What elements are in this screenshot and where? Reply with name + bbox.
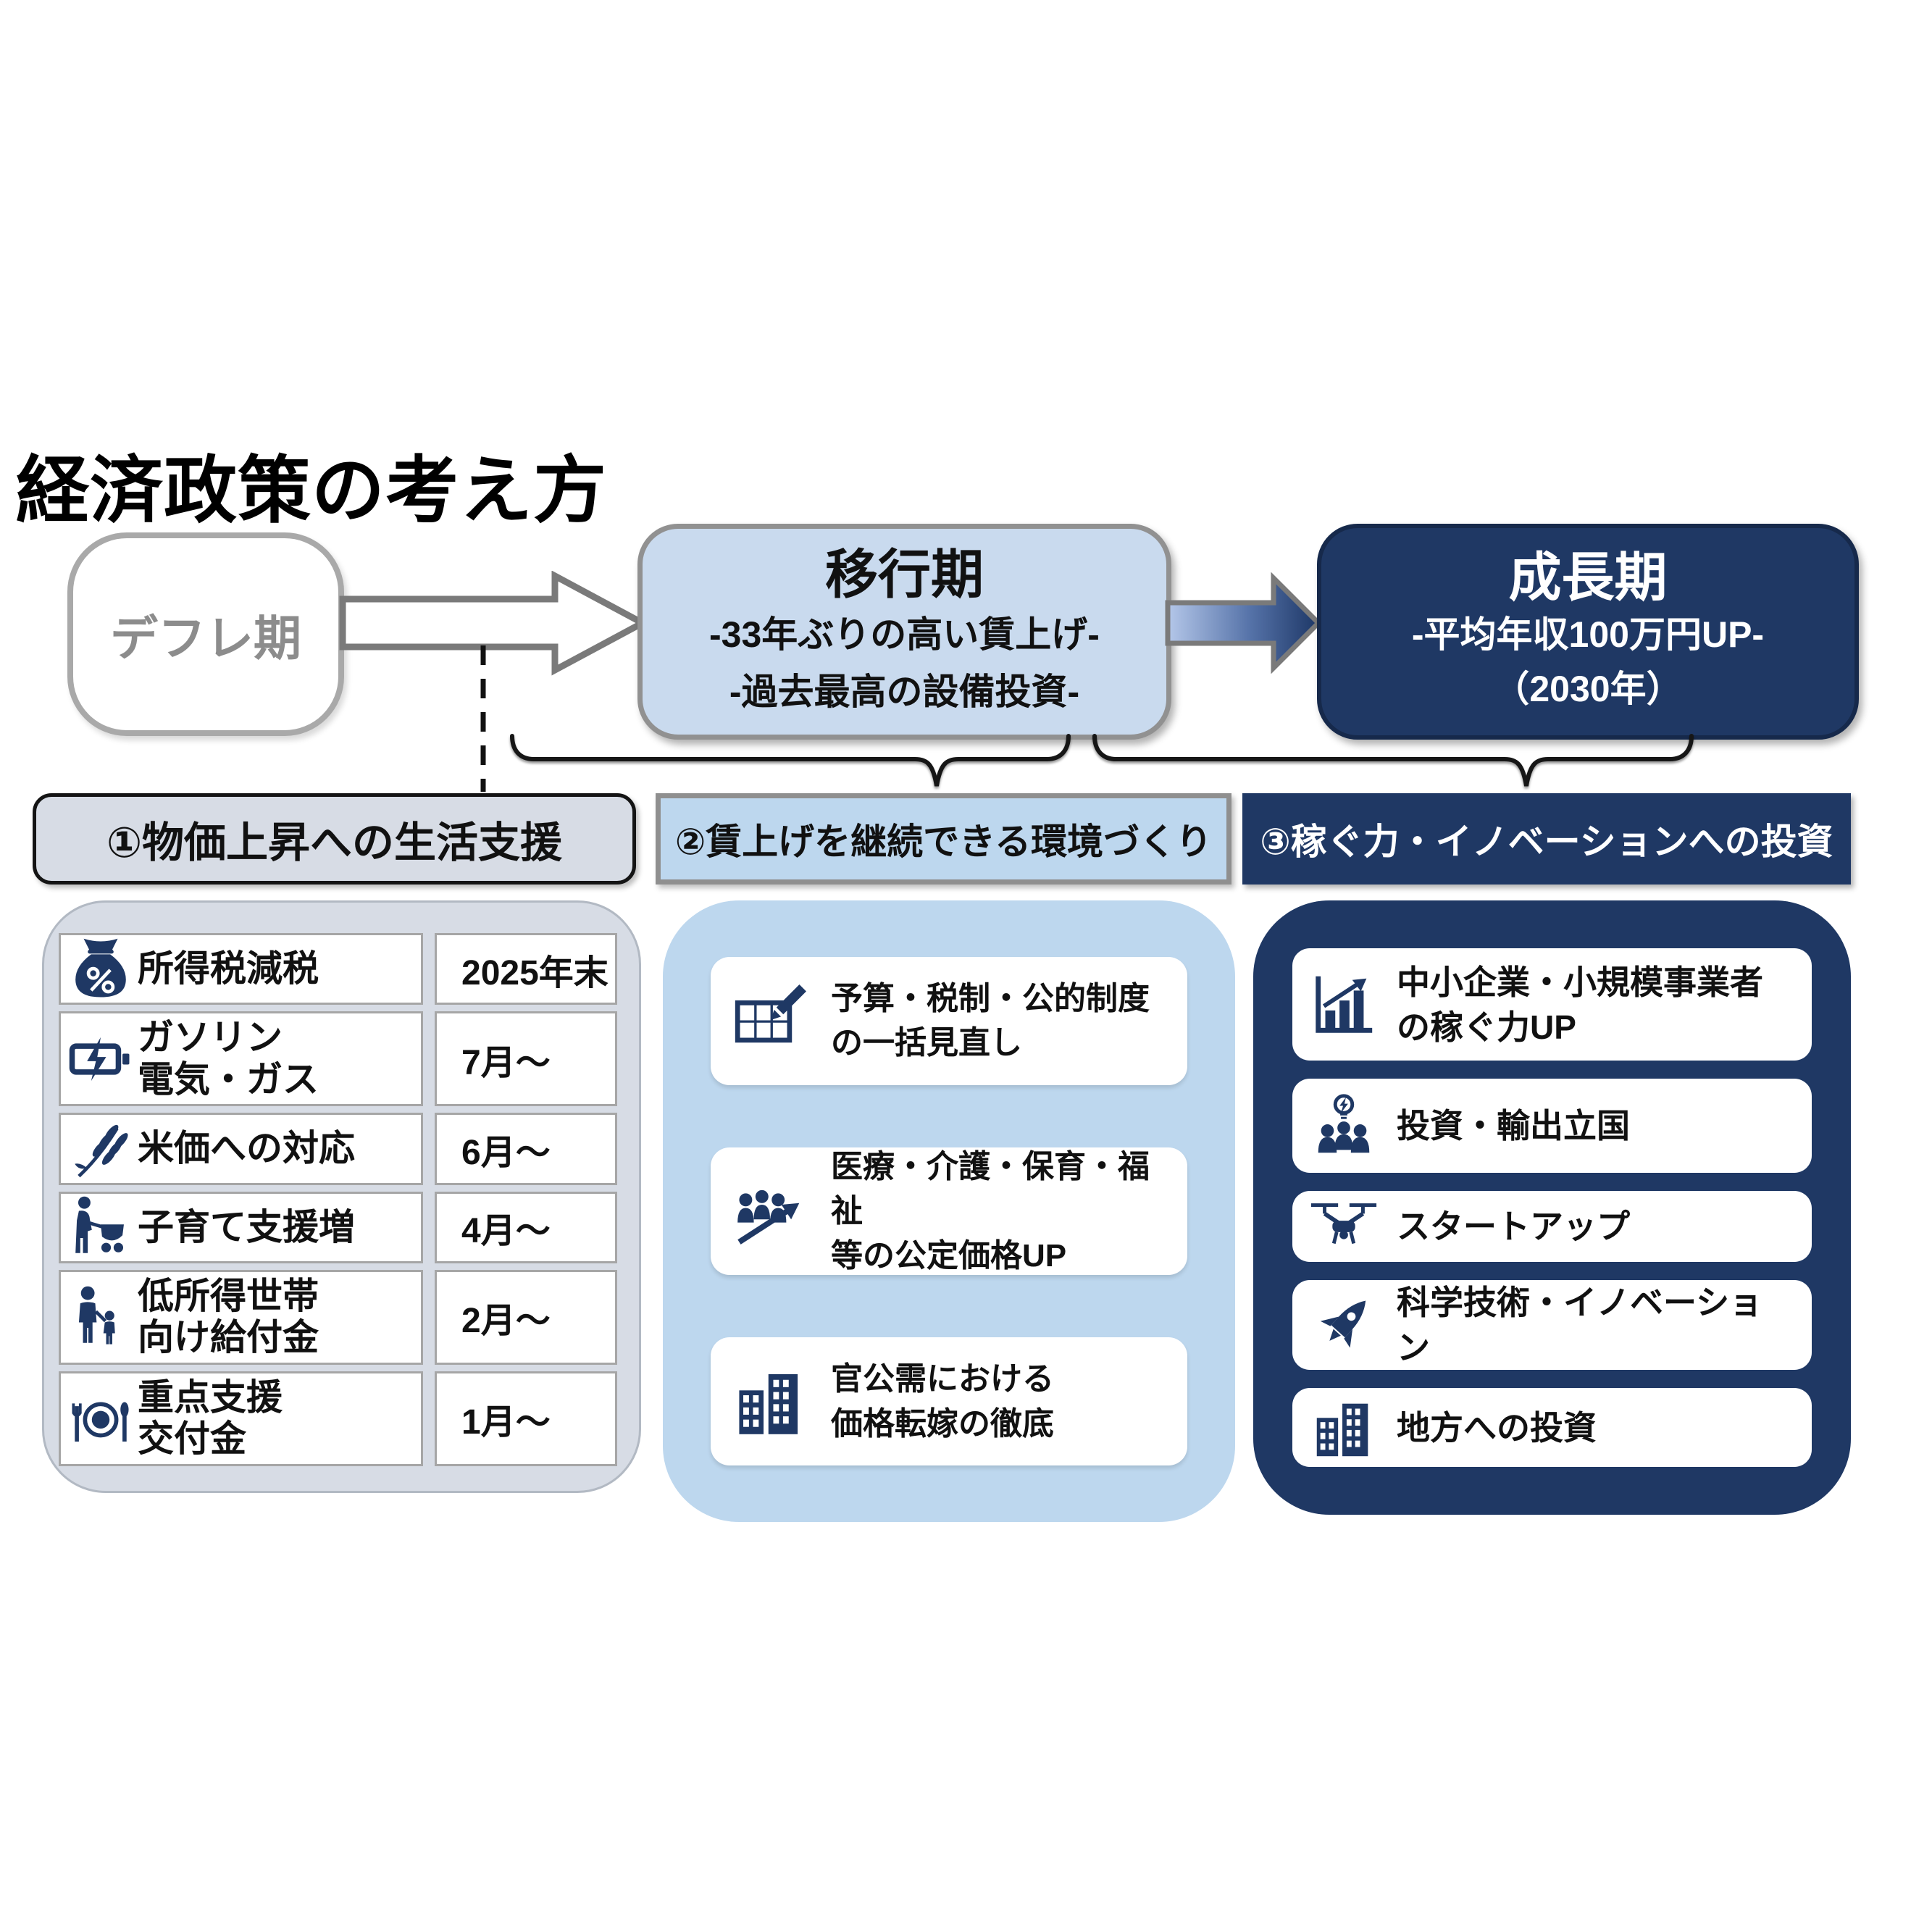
money-bag-icon <box>67 935 135 1003</box>
arrow-right-icon <box>339 571 648 676</box>
section-heading-innovation-investment: ③稼ぐ力・イノベーションへの投資 <box>1242 793 1851 885</box>
section-heading-price-support: ①物価上昇への生活支援 <box>33 793 636 885</box>
row-label: 所得税減税 <box>138 948 319 989</box>
list-item: 医療・介護・保育・福祉 等の公定価格UP <box>711 1147 1187 1276</box>
brace-growth <box>1092 734 1694 787</box>
growth-period-box: 成長期 -平均年収100万円UP- （2030年） <box>1317 524 1859 740</box>
buildings-icon <box>729 1361 811 1442</box>
growth-period-line2: （2030年） <box>1493 668 1683 709</box>
card-label: スタートアップ <box>1397 1207 1630 1245</box>
transition-period-box: 移行期 -33年ぶりの高い賃上げ- -過去最高の設備投資- <box>637 524 1171 740</box>
row-label: 重点支援 交付金 <box>138 1376 283 1460</box>
stroller-icon <box>67 1193 135 1261</box>
battery-charging-icon <box>67 1025 135 1093</box>
transition-period-title: 移行期 <box>825 545 984 604</box>
card-label: 投資・輸出立国 <box>1397 1106 1630 1145</box>
row-date: 7月～ <box>435 1011 617 1107</box>
dashed-connector <box>480 645 486 792</box>
curly-braces <box>510 734 1694 787</box>
wage-panel: 予算・税制・公的制度 の一括見直し 医療・介護・保育・福祉 等の公定価格UP 官… <box>663 900 1235 1522</box>
section-heading-wage-environment: ②賃上げを継続できる環境づくり <box>656 793 1231 885</box>
support-panel: 所得税減税 2025年末 ガソリン 電気・ガス 7月～ 米価への対応 6月～ 子… <box>42 900 641 1493</box>
rocket-icon <box>1308 1289 1379 1360</box>
deflation-period-label: デフレ期 <box>110 611 301 665</box>
table-row: ガソリン 電気・ガス 7月～ <box>59 1011 617 1107</box>
city-buildings-icon <box>1308 1392 1379 1463</box>
row-label: 子育て支援増 <box>138 1206 355 1247</box>
list-item: 中小企業・小規模事業者 の稼ぐ力UP <box>1292 948 1812 1061</box>
invest-panel: 中小企業・小規模事業者 の稼ぐ力UP 投資・輸出立国 スタートアップ 科学技術・… <box>1253 900 1851 1515</box>
table-row: 低所得世帯 向け給付金 2月～ <box>59 1269 617 1365</box>
table-row: 子育て支援増 4月～ <box>59 1191 617 1263</box>
row-label: 米価への対応 <box>138 1128 355 1169</box>
list-item: スタートアップ <box>1292 1190 1812 1263</box>
list-item: 予算・税制・公的制度 の一括見直し <box>711 957 1187 1085</box>
row-date: 6月～ <box>435 1113 617 1185</box>
drone-icon <box>1308 1191 1379 1262</box>
card-label: 中小企業・小規模事業者 の稼ぐ力UP <box>1397 963 1763 1046</box>
rice-plant-icon <box>67 1115 135 1183</box>
people-idea-icon <box>1308 1090 1379 1161</box>
row-date: 2025年末 <box>435 933 617 1005</box>
card-label: 予算・税制・公的制度 の一括見直し <box>831 980 1150 1061</box>
arrow-right-gradient-icon <box>1165 572 1321 674</box>
page-title: 経済政策の考え方 <box>16 451 608 532</box>
card-label: 官公需における 価格転嫁の徹底 <box>831 1361 1054 1442</box>
list-item: 官公需における 価格転嫁の徹底 <box>711 1337 1187 1466</box>
brace-transition <box>510 734 1071 787</box>
row-label: ガソリン 電気・ガス <box>138 1017 319 1100</box>
table-row: 所得税減税 2025年末 <box>59 933 617 1005</box>
transition-period-line2: -過去最高の設備投資- <box>729 671 1080 712</box>
card-label: 科学技術・イノベーション <box>1397 1284 1763 1367</box>
row-date: 2月～ <box>435 1269 617 1365</box>
list-item: 地方への投資 <box>1292 1388 1812 1467</box>
growth-period-line1: -平均年収100万円UP- <box>1411 614 1765 655</box>
blueprint-pencil-icon <box>729 980 811 1061</box>
row-label: 低所得世帯 向け給付金 <box>138 1275 319 1358</box>
row-date: 4月～ <box>435 1191 617 1263</box>
growth-period-title: 成長期 <box>1508 548 1668 607</box>
table-row: 米価への対応 6月～ <box>59 1113 617 1185</box>
row-date: 1月～ <box>435 1371 617 1466</box>
card-label: 医療・介護・保育・福祉 等の公定価格UP <box>831 1148 1150 1274</box>
transition-period-line1: -33年ぶりの高い賃上げ- <box>709 614 1100 655</box>
bar-chart-growth-icon <box>1308 969 1379 1040</box>
card-label: 地方への投資 <box>1397 1408 1597 1447</box>
deflation-period-box: デフレ期 <box>67 532 344 736</box>
family-icon <box>67 1283 135 1351</box>
workforce-growth-icon <box>729 1171 811 1252</box>
list-item: 科学技術・イノベーション <box>1292 1280 1812 1371</box>
table-row: 重点支援 交付金 1月～ <box>59 1371 617 1466</box>
list-item: 投資・輸出立国 <box>1292 1079 1812 1173</box>
meal-icon <box>67 1384 135 1452</box>
